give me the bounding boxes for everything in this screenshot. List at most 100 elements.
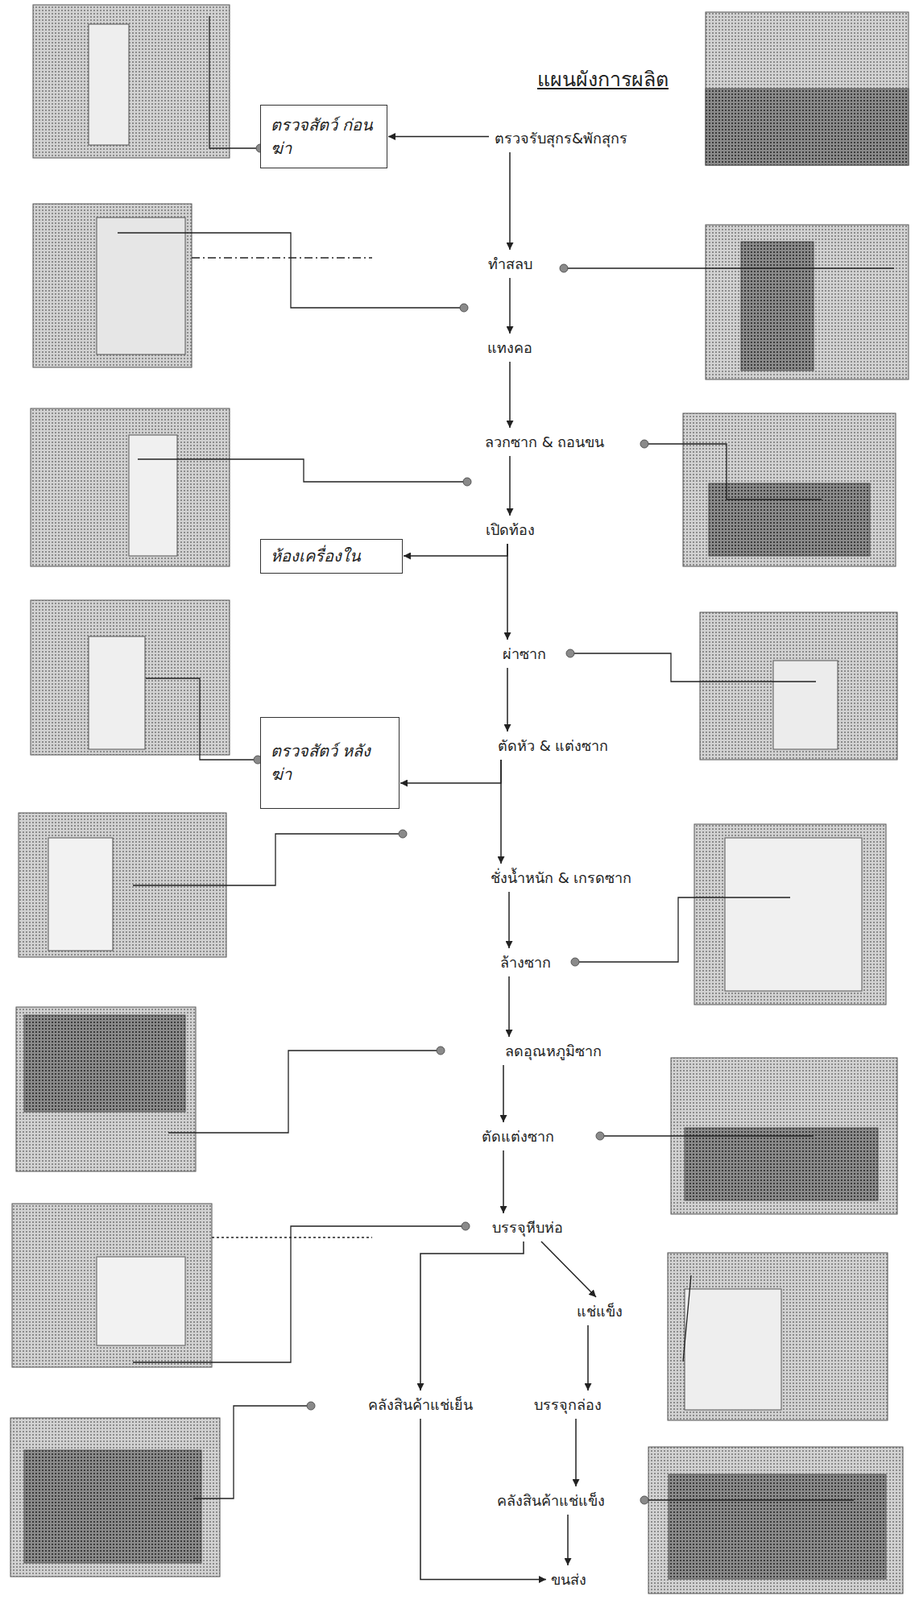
leader-dot xyxy=(559,264,568,273)
flow-arrow xyxy=(575,1418,577,1487)
leader-dot xyxy=(640,1495,649,1504)
photo xyxy=(705,224,909,380)
photo-detail xyxy=(684,1127,878,1201)
process-step: ลวกซาก & ถอนขน xyxy=(480,428,609,456)
step-label: ชั่งน้ำหนัก & เกรดซาก xyxy=(490,865,632,890)
process-step: เปิดท้อง xyxy=(481,516,539,543)
photo-detail xyxy=(24,1449,202,1563)
step-label: ตรวจสัตว์ ก่อนฆ่า xyxy=(270,113,377,161)
photo xyxy=(699,612,898,760)
process-step: ตัดหัว & แต่งซาก xyxy=(493,732,613,759)
leader-line xyxy=(168,1050,441,1133)
step-label: ตรวจสัตว์ หลังฆ่า xyxy=(270,739,390,787)
process-step: แทงคอ xyxy=(483,334,537,361)
flow-arrow xyxy=(506,667,509,732)
flow-arrow xyxy=(508,891,510,949)
process-step: ขนส่ง xyxy=(546,1565,591,1593)
process-step: บรรจุหีบห่อ xyxy=(488,1213,568,1241)
flow-arrow xyxy=(502,1064,505,1123)
flow-arrow xyxy=(509,277,511,334)
leader-dot xyxy=(640,439,649,448)
leader-dot xyxy=(566,649,575,658)
photo xyxy=(705,12,909,166)
photo xyxy=(648,1446,903,1594)
photo xyxy=(33,4,230,158)
step-label: ตัดแต่งซาก xyxy=(481,1124,555,1148)
leader-line xyxy=(209,16,261,149)
process-step: คลังสินค้าแช่เย็น xyxy=(364,1391,477,1418)
photo xyxy=(33,203,192,368)
leader-dot xyxy=(398,829,407,838)
step-label: ขนส่ง xyxy=(550,1567,587,1591)
flow-arrow xyxy=(541,1241,597,1297)
photo-detail xyxy=(128,434,178,556)
photo-detail xyxy=(705,88,909,166)
leader-line xyxy=(644,443,822,500)
leader-line xyxy=(644,1498,854,1500)
step-label: ผ่าซาก xyxy=(502,641,547,666)
step-label: ตรวจรับสุกร&พักสุกร xyxy=(494,126,628,150)
step-label: ลวกซาก & ถอนขน xyxy=(484,430,605,454)
step-label: ทำสลบ xyxy=(488,252,533,276)
photo-detail xyxy=(88,24,129,145)
process-step: ตัดแต่งซาก xyxy=(477,1122,559,1150)
process-step: ชั่งน้ำหนัก & เกรดซาก xyxy=(486,864,636,891)
flow-arrow xyxy=(500,759,502,864)
step-label: บรรจุกล่อง xyxy=(534,1392,602,1416)
leader-line xyxy=(570,653,816,682)
flow-arrow xyxy=(509,152,511,250)
step-label: แช่แข็ง xyxy=(576,1299,623,1323)
flow-arrow xyxy=(567,1514,569,1566)
step-label: บรรจุหีบห่อ xyxy=(492,1215,564,1239)
leader-line xyxy=(145,678,258,760)
leader-dot xyxy=(596,1131,605,1140)
photo-detail xyxy=(96,1256,186,1346)
process-step: ผ่าซาก xyxy=(498,640,551,667)
process-step: ตรวจรับสุกร&พักสุกร xyxy=(490,124,632,152)
process-step: คลังสินค้าแช่แข็ง xyxy=(492,1486,609,1514)
step-label: ตัดหัว & แต่งซาก xyxy=(497,733,609,758)
photo xyxy=(16,1006,196,1172)
process-step: บรรจุกล่อง xyxy=(529,1391,606,1418)
photo-detail xyxy=(88,636,145,750)
leader-line xyxy=(683,1275,692,1362)
flow-arrow xyxy=(506,543,509,640)
process-step: ลดอุณหภูมิซาก xyxy=(500,1037,606,1065)
leader-line xyxy=(563,267,895,269)
step-label: เปิดท้อง xyxy=(485,517,535,542)
leader-line xyxy=(137,459,468,482)
photo-detail xyxy=(48,837,113,951)
leader-line xyxy=(117,232,464,308)
flow-arrow xyxy=(508,976,510,1037)
diagram-title: แผนผังการผลิต xyxy=(537,62,669,96)
step-label: ล้างซาก xyxy=(500,950,551,974)
flow-arrow xyxy=(509,361,511,428)
flow-arrow xyxy=(403,543,508,556)
flow-arrow xyxy=(509,455,511,516)
leader-line xyxy=(600,1134,814,1136)
inspection-box: ห้องเครื่องใน xyxy=(260,538,403,574)
inspection-box: ตรวจสัตว์ ก่อนฆ่า xyxy=(260,104,388,169)
inspection-box: ตรวจสัตว์ หลังฆ่า xyxy=(260,716,400,809)
flow-arrow xyxy=(420,1241,524,1391)
photo xyxy=(10,1417,220,1577)
photo xyxy=(30,408,230,567)
leader-line xyxy=(191,256,373,258)
process-step: แช่แข็ง xyxy=(572,1297,627,1325)
flow-arrow xyxy=(587,1324,589,1391)
leader-dot xyxy=(436,1046,445,1055)
photo-detail xyxy=(741,241,814,371)
leader-line xyxy=(575,897,791,962)
photo xyxy=(12,1203,212,1367)
flow-arrow xyxy=(388,136,489,138)
photo-detail xyxy=(708,483,870,556)
leader-line xyxy=(193,1405,311,1499)
photo-detail xyxy=(684,1288,782,1410)
photo-detail xyxy=(773,660,838,750)
photo xyxy=(683,413,896,567)
photo xyxy=(694,823,887,1005)
photo-detail xyxy=(24,1014,186,1112)
leader-dot xyxy=(459,303,468,312)
